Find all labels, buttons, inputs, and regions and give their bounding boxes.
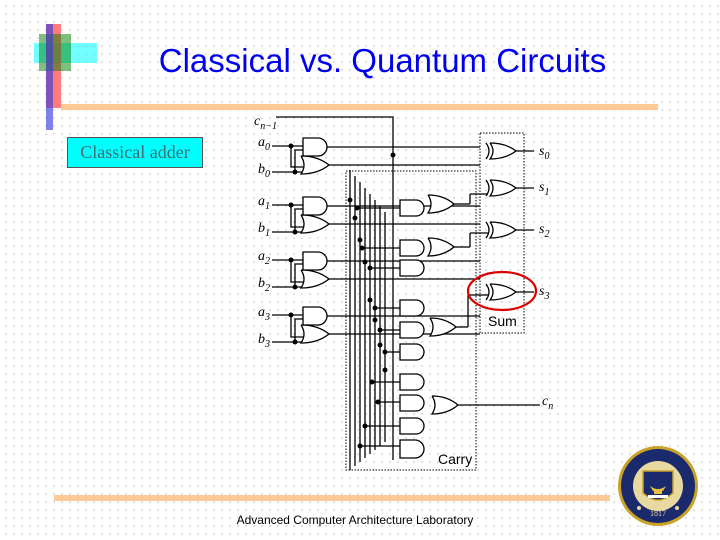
xor-gate-arc (485, 179, 490, 197)
and-gate (399, 321, 425, 339)
input-a0-label: a0 (258, 135, 270, 153)
input-b3-label: b3 (258, 332, 270, 350)
and-gate (399, 343, 425, 361)
junction-dot (375, 399, 381, 405)
circuit-gates (299, 137, 518, 459)
or-gate (426, 237, 455, 257)
junction-dot (288, 312, 294, 318)
junction-dot (367, 297, 373, 303)
or-gate (488, 142, 518, 160)
university-seal-logo: 1817 (618, 446, 698, 526)
junction-dot (292, 229, 298, 235)
junction-dot (377, 342, 383, 348)
junction-dot (362, 259, 368, 265)
junction-dot (347, 197, 353, 203)
or-gate (488, 179, 518, 197)
junction-dot (372, 317, 378, 323)
junction-dot (292, 284, 298, 290)
or-gate (430, 395, 459, 415)
carry-out-label: cn (542, 394, 553, 412)
and-gate (399, 394, 425, 412)
seal-year: 1817 (650, 509, 666, 518)
junction-dot (292, 169, 298, 175)
wire (294, 263, 303, 287)
and-gate (302, 306, 328, 326)
or-gate (428, 317, 457, 337)
carry-in-label: cn−1 (254, 114, 277, 132)
and-gate (399, 417, 425, 435)
or-gate (299, 155, 331, 175)
junction-dot (288, 143, 294, 149)
junction-dot (367, 265, 373, 271)
or-gate (426, 194, 455, 214)
junction-dot (377, 327, 383, 333)
and-gate (399, 299, 425, 317)
title-rule (61, 104, 658, 110)
junction-dot (362, 423, 368, 429)
junction-dot (288, 202, 294, 208)
sum-box-label: Sum (488, 313, 517, 329)
output-s0-label: s0 (539, 144, 549, 162)
wire (290, 205, 303, 228)
junction-dot (357, 443, 363, 449)
junction-dot (382, 349, 388, 355)
and-gate (302, 251, 328, 271)
wire (294, 149, 303, 172)
and-gate (399, 373, 425, 391)
xor-gate-arc (485, 283, 490, 301)
wire (290, 315, 303, 338)
output-s2-label: s2 (539, 222, 549, 240)
and-gate (399, 199, 425, 217)
junction-dot (382, 367, 388, 373)
xor-gate-arc (485, 221, 490, 239)
junction-dot (369, 379, 375, 385)
input-b1-label: b1 (258, 221, 270, 239)
and-gate (302, 196, 328, 216)
decor-green-block (39, 34, 71, 71)
junction-dot (292, 339, 298, 345)
decor-blue-bar (46, 24, 53, 130)
junction-dot (352, 215, 358, 221)
wire (294, 208, 303, 232)
input-a2-label: a2 (258, 249, 270, 267)
and-gate (399, 439, 425, 459)
and-gate (399, 259, 425, 277)
or-gate (299, 269, 331, 289)
or-gate (299, 214, 331, 234)
carry-box (345, 170, 477, 471)
wire (294, 318, 303, 342)
junction-dot (359, 245, 365, 251)
circuit-wires (272, 116, 540, 470)
wire (290, 146, 303, 168)
junction-dot (288, 257, 294, 263)
slide-title: Classical vs. Quantum Circuits (158, 42, 607, 79)
junction-dot (357, 237, 363, 243)
input-b0-label: b0 (258, 162, 270, 180)
or-gate (488, 221, 518, 239)
wire (290, 260, 303, 283)
output-s1-label: s1 (539, 180, 549, 198)
footer-text: Advanced Computer Architecture Laborator… (236, 513, 474, 527)
junction-dots (288, 143, 396, 449)
wire (276, 116, 394, 460)
sum-box (479, 132, 525, 334)
classical-adder-callout: Classical adder (67, 137, 203, 168)
input-a1-label: a1 (258, 194, 270, 212)
and-gate (399, 239, 425, 257)
junction-dot (390, 152, 396, 158)
and-gate (302, 137, 328, 157)
xor-gate-arc (485, 142, 490, 160)
junction-dot (354, 205, 360, 211)
or-gate (488, 283, 518, 301)
output-s3-label: s3 (539, 284, 549, 302)
highlight-circle (466, 270, 538, 312)
input-a3-label: a3 (258, 305, 270, 323)
footer-rule (54, 495, 610, 501)
junction-dot (372, 305, 378, 311)
input-b2-label: b2 (258, 276, 270, 294)
or-gate (299, 324, 331, 344)
carry-box-label: Carry (438, 451, 472, 467)
